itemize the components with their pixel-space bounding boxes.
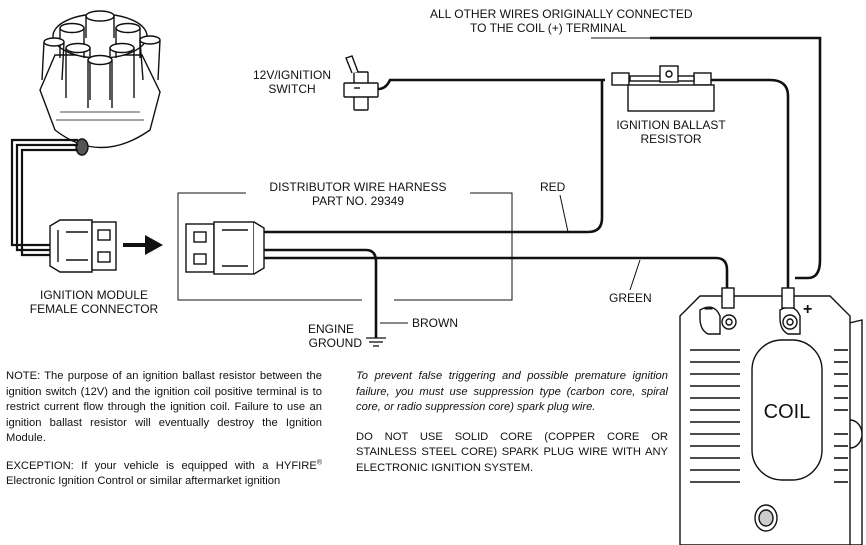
left-notes: NOTE: The purpose of an ignition ballast… (6, 369, 322, 502)
registered-mark: ® (316, 458, 322, 466)
other-wires-line2: TO THE COIL (+) TERMINAL (470, 21, 627, 35)
distributor-cap (39, 10, 161, 156)
harness-label-line2: PART NO. 29349 (311, 194, 405, 208)
green-wire (264, 256, 729, 292)
brown-label: BROWN (412, 316, 458, 330)
red-wire (264, 80, 604, 234)
module-label-line1: IGNITION MODULE (39, 288, 148, 302)
coil-fins (690, 349, 848, 483)
brown-wire (264, 248, 378, 338)
switch-label: 12V/IGNITION SWITCH (248, 68, 336, 96)
suppression-note: To prevent false triggering and possible… (356, 370, 668, 413)
coil-label: COIL (763, 401, 811, 423)
coil-minus-label: − (704, 301, 714, 318)
red-label: RED (540, 180, 566, 194)
switch-wire (377, 78, 605, 91)
harness-wires (264, 80, 729, 338)
ballast-label-line1: IGNITION BALLAST (616, 118, 726, 132)
harness-box (177, 192, 513, 301)
harness-label: DISTRIBUTOR WIRE HARNESS PART NO. 29349 (242, 180, 474, 208)
switch-label-line2: SWITCH (268, 82, 316, 96)
module-label-line2: FEMALE CONNECTOR (29, 302, 159, 316)
ignition-switch (343, 55, 379, 111)
harness-male-connector (185, 221, 265, 275)
ground-symbol (366, 337, 386, 347)
ballast-note: NOTE: The purpose of an ignition ballast… (6, 370, 322, 444)
ballast-resistor (611, 65, 715, 112)
red-leader (559, 194, 569, 233)
exception-note: EXCEPTION: If your vehicle is equipped w… (6, 459, 322, 490)
harness-label-line1: DISTRIBUTOR WIRE HARNESS (269, 180, 447, 194)
distributor-harness-wires (10, 138, 78, 257)
engine-ground-label: ENGINE GROUND (300, 322, 362, 350)
ballast-label-line2: RESISTOR (640, 132, 702, 146)
engine-label-line2: GROUND (308, 336, 362, 350)
ballast-label: IGNITION BALLAST RESISTOR (606, 118, 736, 146)
engine-label-line1: ENGINE (307, 322, 354, 336)
exception-text-2: Electronic Ignition Control or similar a… (6, 475, 281, 487)
other-wires-line1: ALL OTHER WIRES ORIGINALLY CONNECTED (430, 7, 693, 21)
green-leader (629, 259, 641, 291)
ballast-to-coil-wire (711, 78, 790, 292)
switch-label-line1: 12V/IGNITION (252, 68, 332, 82)
other-wires-label: ALL OTHER WIRES ORIGINALLY CONNECTED TO … (430, 7, 693, 35)
green-label: GREEN (609, 291, 652, 305)
module-connector-label: IGNITION MODULE FEMALE CONNECTOR (20, 288, 168, 316)
solid-core-warning: DO NOT USE SOLID CORE (COPPER CORE OR ST… (356, 430, 668, 474)
exception-text: EXCEPTION: If your vehicle is equipped w… (6, 459, 317, 472)
right-notes: To prevent false triggering and possible… (356, 369, 668, 488)
module-female-connector (49, 219, 117, 273)
coil-plus-label: + (803, 301, 813, 318)
connect-arrow (123, 235, 163, 255)
other-wires (591, 36, 822, 280)
